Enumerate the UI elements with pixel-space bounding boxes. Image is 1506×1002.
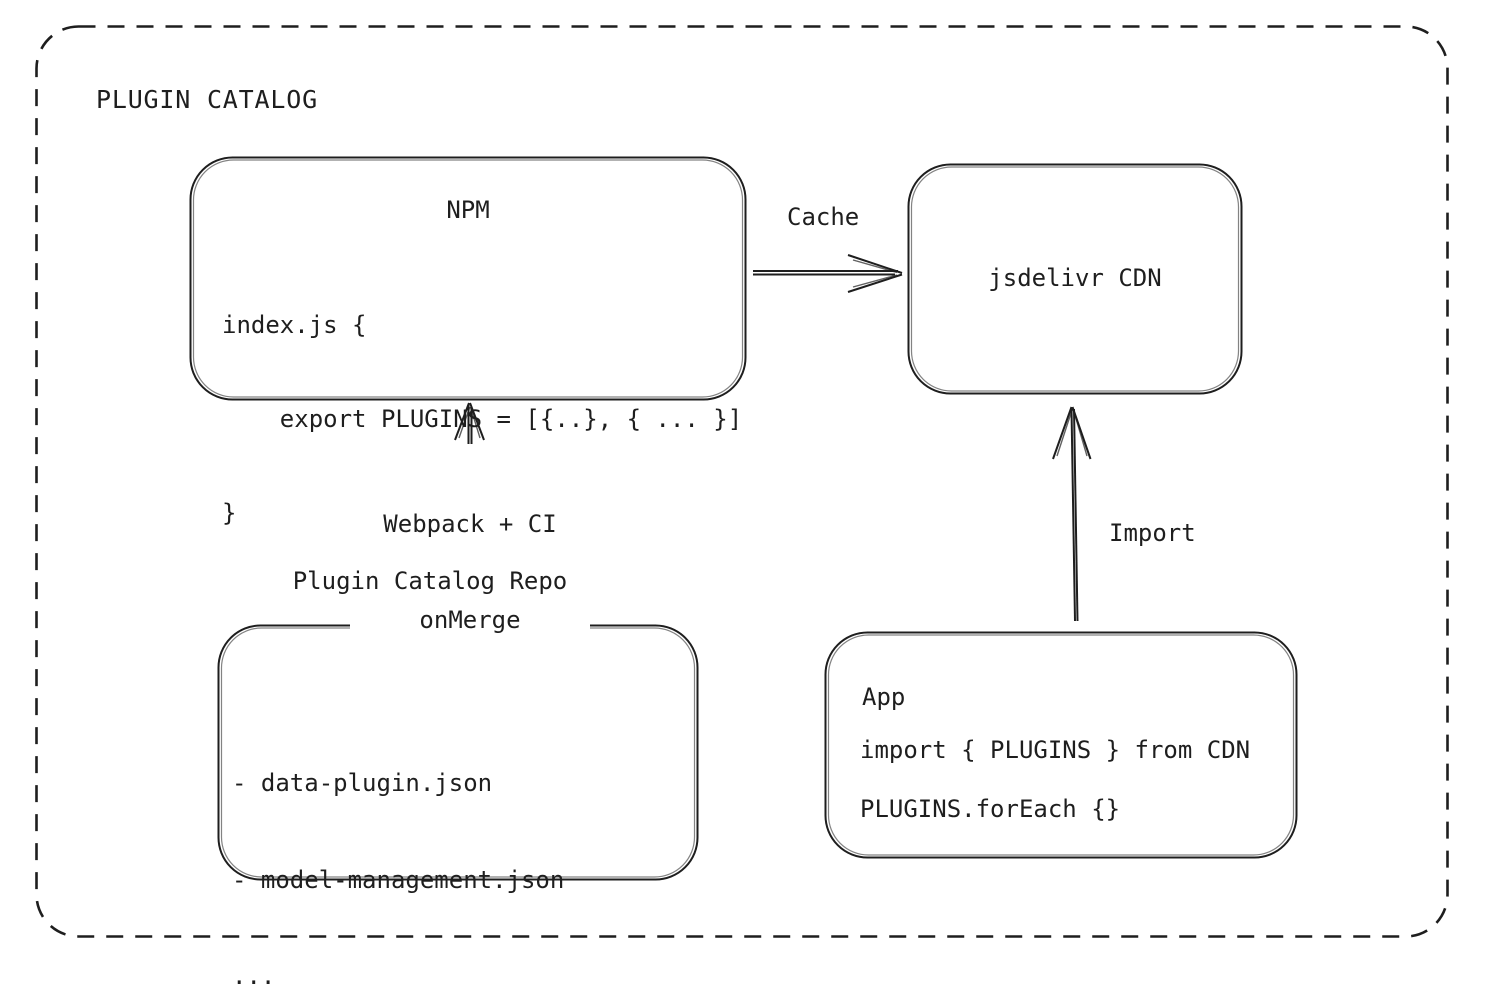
repo-file-item: - data-plugin.json	[232, 769, 493, 798]
app-node-title: App	[862, 683, 906, 711]
npm-code-line: export PLUGINS = [{..}, { ... }]	[222, 405, 743, 434]
repo-file-list: - data-plugin.json - model-management.js…	[232, 704, 564, 1002]
npm-code-line: index.js {	[222, 311, 367, 340]
app-code-line: PLUGINS.forEach {}	[860, 795, 1121, 823]
repo-file-item: - model-management.json	[232, 865, 565, 894]
build-edge-label-line2: onMerge	[419, 606, 521, 634]
app-box-shape	[824, 631, 1298, 859]
build-edge-label-line1: Webpack + CI	[383, 510, 557, 538]
npm-code-line: }	[222, 499, 237, 528]
npm-box-shape	[189, 156, 747, 401]
repo-node-label: Plugin Catalog Repo	[292, 567, 568, 595]
build-edge-label: Webpack + CI onMerge	[350, 444, 590, 700]
import-edge-label: Import	[1109, 519, 1196, 547]
cache-edge-label: Cache	[787, 203, 860, 231]
app-code-line: import { PLUGINS } from CDN	[860, 736, 1251, 764]
import-arrow	[1052, 406, 1092, 622]
plugin-catalog-border	[35, 25, 1449, 938]
npm-node-title: NPM	[446, 196, 490, 224]
diagram-title: PLUGIN CATALOG	[96, 85, 318, 114]
cdn-box-shape	[907, 163, 1243, 395]
cache-arrow	[753, 254, 903, 293]
repo-file-item: ...	[232, 962, 276, 991]
npm-code-block: index.js { export PLUGINS = [{..}, { ...…	[222, 248, 742, 592]
cdn-node-label: jsdelivr CDN	[988, 264, 1162, 292]
